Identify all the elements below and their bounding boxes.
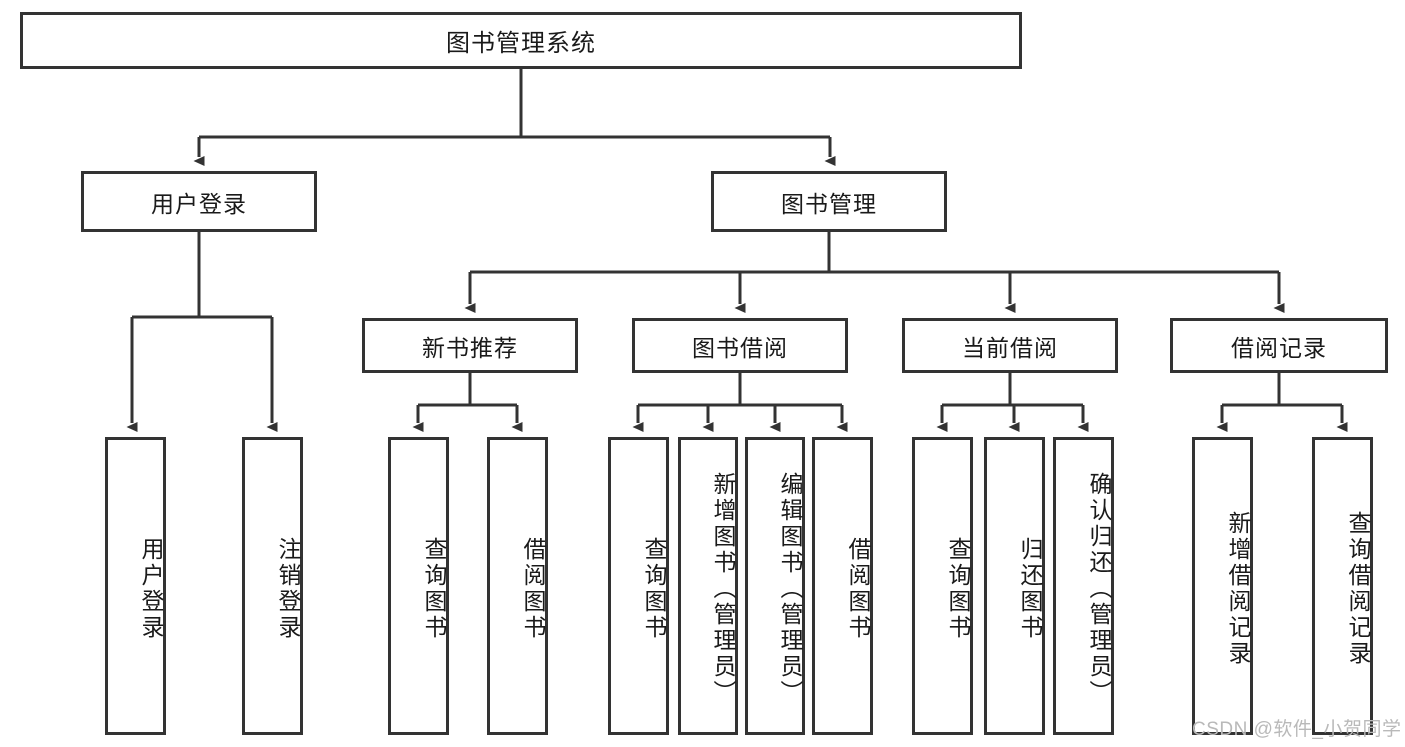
node-label: 图书借阅 [692,334,788,361]
node-label: 新增借阅记录 [1225,511,1251,667]
leaf-confirm-return-admin[interactable]: 确认归还（管理员） [1053,437,1114,735]
node-label: 查询借阅记录 [1345,511,1371,667]
node-label: 用户登录 [151,190,247,217]
leaf-return-books[interactable]: 归还图书 [984,437,1045,735]
leaf-query-books-recommend[interactable]: 查询图书 [388,437,449,735]
node-user-login[interactable]: 用户登录 [81,171,317,232]
node-label: 确认归还（管理员） [1086,472,1112,706]
leaf-borrow-books-recommend[interactable]: 借阅图书 [487,437,548,735]
node-label: 注销登录 [275,537,301,641]
leaf-logout[interactable]: 注销登录 [242,437,303,735]
leaf-query-books-borrowing[interactable]: 查询图书 [608,437,669,735]
node-label: 用户登录 [138,537,164,641]
leaf-add-borrowing-record[interactable]: 新增借阅记录 [1192,437,1253,735]
leaf-borrow-books-borrowing[interactable]: 借阅图书 [812,437,873,735]
node-book-management[interactable]: 图书管理 [711,171,947,232]
node-label: 借阅记录 [1231,334,1327,361]
node-label: 图书管理系统 [446,30,596,57]
node-label: 编辑图书（管理员） [777,472,803,706]
node-book-borrowing[interactable]: 图书借阅 [632,318,848,373]
node-label: 查询图书 [945,537,971,641]
node-label: 归还图书 [1017,537,1043,641]
leaf-query-borrowing-record[interactable]: 查询借阅记录 [1312,437,1373,735]
node-label: 查询图书 [641,537,667,641]
node-label: 借阅图书 [520,537,546,641]
node-label: 新增图书（管理员） [710,472,736,706]
node-current-borrowing[interactable]: 当前借阅 [902,318,1118,373]
node-label: 新书推荐 [422,334,518,361]
node-label: 借阅图书 [845,537,871,641]
leaf-query-books-current[interactable]: 查询图书 [912,437,973,735]
node-borrowing-records[interactable]: 借阅记录 [1170,318,1388,373]
node-label: 图书管理 [781,190,877,217]
watermark: CSDN @软件_小贺同学 [1192,719,1402,740]
leaf-edit-book-admin[interactable]: 编辑图书（管理员） [745,437,805,735]
leaf-user-login[interactable]: 用户登录 [105,437,166,735]
node-label: 当前借阅 [962,334,1058,361]
node-new-book-recommendation[interactable]: 新书推荐 [362,318,578,373]
node-label: 查询图书 [421,537,447,641]
leaf-add-book-admin[interactable]: 新增图书（管理员） [678,437,738,735]
node-root[interactable]: 图书管理系统 [20,12,1022,69]
